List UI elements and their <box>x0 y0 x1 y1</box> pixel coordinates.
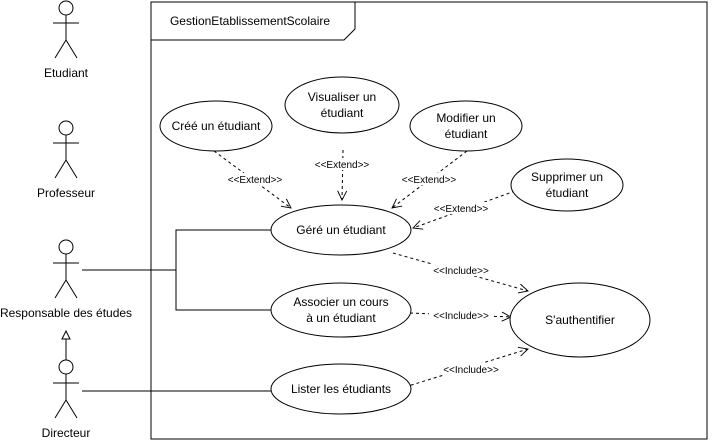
use-case-label: Modifier un <box>436 111 495 125</box>
use-case-label: Associer un cours <box>293 295 388 309</box>
use-case-lister-etudiants: Lister les étudiants <box>270 363 412 415</box>
use-case-associer-cours: Associer un cours à un étudiant <box>270 282 412 338</box>
extend-label-cree: <<Extend>> <box>228 175 283 186</box>
actor-figure-icon <box>53 359 79 419</box>
actor-label: Directeur <box>42 426 91 440</box>
actor-directeur: Directeur <box>42 359 91 440</box>
use-case-label: étudiant <box>445 127 488 141</box>
include-label-lister: <<Include>> <box>443 365 499 376</box>
use-case-label: à un étudiant <box>306 311 376 325</box>
actor-responsable: Responsable des études <box>0 239 132 320</box>
actor-figure-icon <box>53 0 79 59</box>
use-case-label: étudiant <box>321 106 364 120</box>
use-case-label: Visualiser un <box>308 90 376 104</box>
use-case-label: Supprimer un <box>531 170 603 184</box>
actor-etudiant: Etudiant <box>44 0 89 80</box>
stereotype-labels: <<Extend>> <<Extend>> <<Extend>> <<Exten… <box>224 158 503 376</box>
actor-figure-icon <box>53 120 79 179</box>
use-case-label: Géré un étudiant <box>296 223 386 237</box>
extend-label-supprimer: <<Extend>> <box>434 204 489 215</box>
actor-figure-icon <box>53 239 79 299</box>
use-case-cree-etudiant: Créé un étudiant <box>159 100 273 152</box>
actor-label: Etudiant <box>44 66 89 80</box>
actor-label: Responsable des études <box>0 306 132 320</box>
use-case-label: Créé un étudiant <box>172 119 261 133</box>
actor-label: Professeur <box>37 186 95 200</box>
include-label-associer: <<Include>> <box>433 311 489 322</box>
use-case-visualiser-etudiant: Visualiser un étudiant <box>284 76 400 134</box>
extend-label-modifier: <<Extend>> <box>402 175 457 186</box>
use-case-label: étudiant <box>546 186 589 200</box>
generalization-arrow <box>61 329 71 360</box>
actor-professeur: Professeur <box>37 120 95 200</box>
use-case-authentifier: S'authentifier <box>509 282 651 358</box>
use-case-supprimer-etudiant: Supprimer un étudiant <box>510 158 624 212</box>
extend-label-visualiser: <<Extend>> <box>315 160 370 171</box>
use-case-modifier-etudiant: Modifier un étudiant <box>409 100 523 152</box>
association-lines <box>82 229 272 392</box>
system-title: GestionEtablissementScolaire <box>170 14 330 28</box>
use-case-label: S'authentifier <box>545 313 615 327</box>
system-boundary: GestionEtablissementScolaire <box>150 1 708 440</box>
include-label-gere: <<Include>> <box>433 266 489 277</box>
use-case-gere-etudiant: Géré un étudiant <box>270 204 412 256</box>
use-case-label: Lister les étudiants <box>291 382 391 396</box>
